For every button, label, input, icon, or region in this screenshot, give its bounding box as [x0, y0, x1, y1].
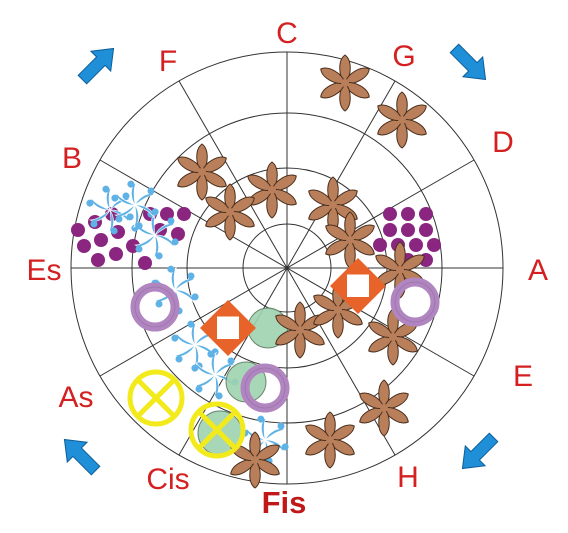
- label-a: A: [528, 254, 548, 287]
- blue-arrow-icon: [72, 38, 124, 90]
- label-d: D: [492, 126, 514, 159]
- orange-diamond-icon: [199, 257, 387, 357]
- label-b: B: [62, 142, 82, 175]
- label-as: As: [58, 381, 93, 414]
- label-fis: Fis: [262, 485, 307, 520]
- label-cis: Cis: [146, 463, 189, 496]
- spokes: [71, 52, 503, 484]
- label-es: Es: [26, 254, 61, 287]
- label-g: G: [392, 40, 415, 73]
- label-f: F: [159, 45, 177, 78]
- blue-arrow-icon: [54, 429, 106, 481]
- blue-arrow-icon: [452, 427, 504, 479]
- label-h: H: [397, 461, 419, 494]
- label-e: E: [513, 360, 533, 393]
- label-c: C: [276, 17, 298, 50]
- blue-arrow-icon: [444, 38, 496, 90]
